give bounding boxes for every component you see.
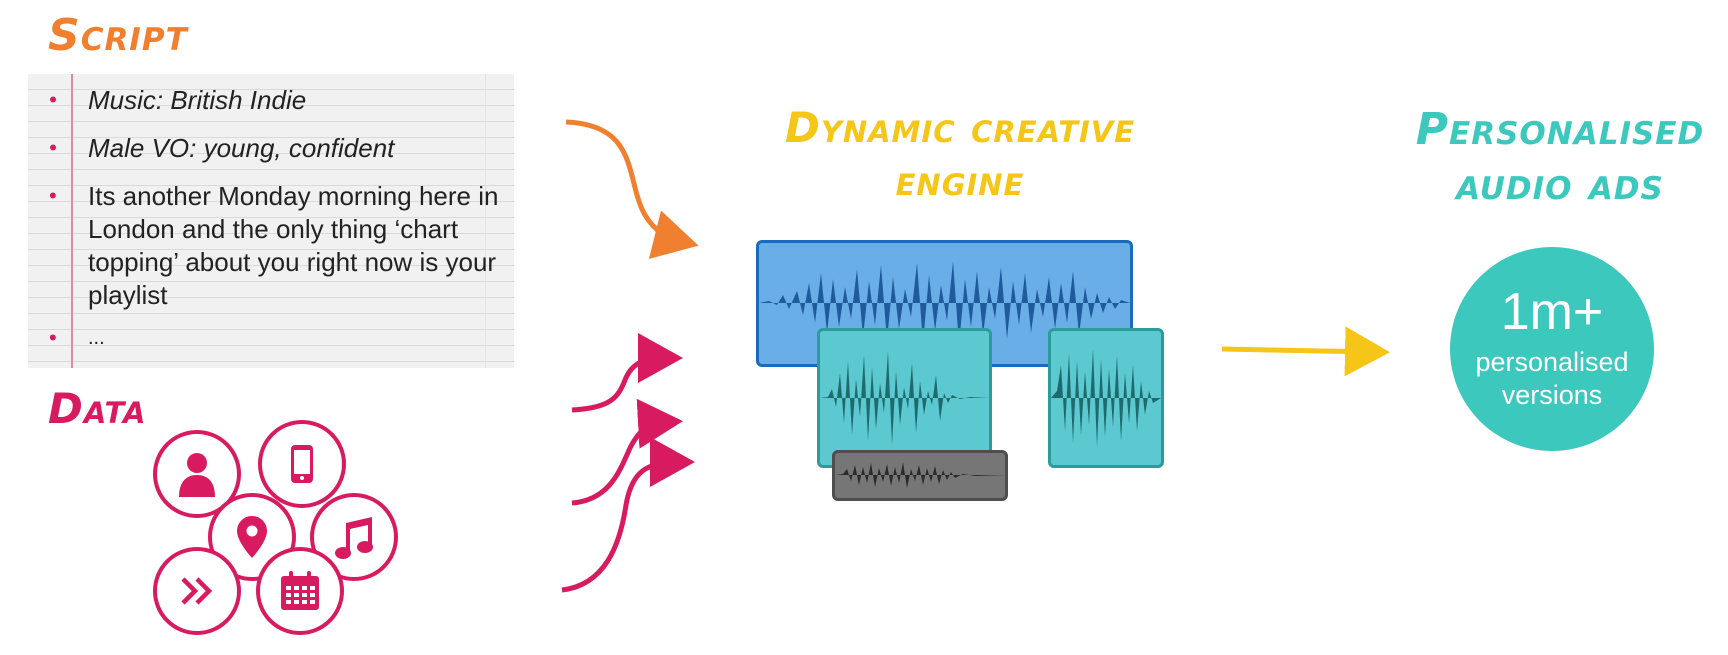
phone-icon — [291, 445, 313, 483]
data-circle-phone — [258, 420, 346, 508]
fast-forward-icon — [181, 577, 213, 605]
waveform-icon — [820, 351, 989, 445]
bullet-icon: • — [49, 183, 57, 208]
waveform-icon — [1051, 349, 1161, 447]
data-circle-forward — [153, 547, 241, 635]
waveform-clip-copy — [1048, 328, 1164, 468]
bullet-icon: • — [49, 325, 57, 350]
script-item-music: •Music: British Indie — [49, 85, 307, 115]
data-circle-calendar — [256, 547, 344, 635]
arrow-data-1 — [571, 333, 683, 413]
location-pin-icon — [237, 516, 267, 558]
engine-heading: Dynamic creative engine — [784, 103, 1136, 205]
waveform-clip-sfx — [832, 450, 1008, 501]
notepad-right-line — [485, 74, 486, 368]
arrow-engine-to-ads — [1221, 326, 1390, 377]
script-item-copy: •Its another Monday morning here in Lond… — [49, 181, 499, 310]
result-circle: 1m+ personalised versions — [1450, 247, 1654, 451]
arrow-data-3 — [561, 437, 695, 593]
versions-count: 1m+ — [1500, 283, 1604, 341]
script-item-ellipsis: •... — [28, 322, 514, 355]
person-icon — [179, 453, 215, 497]
personalised-ads-heading: Personalised audio ads — [1415, 104, 1705, 210]
music-note-icon — [335, 517, 373, 559]
bullet-icon: • — [49, 87, 57, 112]
calendar-icon — [281, 571, 319, 610]
arrow-data-2 — [571, 398, 683, 506]
arrow-script-to-engine — [565, 119, 699, 259]
versions-label: personalised versions — [1475, 347, 1629, 410]
data-heading: Data — [48, 384, 147, 433]
script-list: •Music: British Indie •Male VO: young, c… — [28, 84, 514, 368]
notepad-margin-line — [71, 74, 73, 368]
data-circle-person — [153, 430, 241, 518]
script-item-voiceover: •Male VO: young, confident — [49, 133, 395, 163]
script-heading: Script — [48, 10, 188, 61]
waveform-clip-voiceover — [817, 328, 992, 468]
bullet-icon: • — [49, 135, 57, 160]
waveform-icon — [759, 261, 1130, 345]
waveform-icon — [835, 462, 1005, 488]
script-notepad: •Music: British Indie •Male VO: young, c… — [28, 74, 514, 368]
